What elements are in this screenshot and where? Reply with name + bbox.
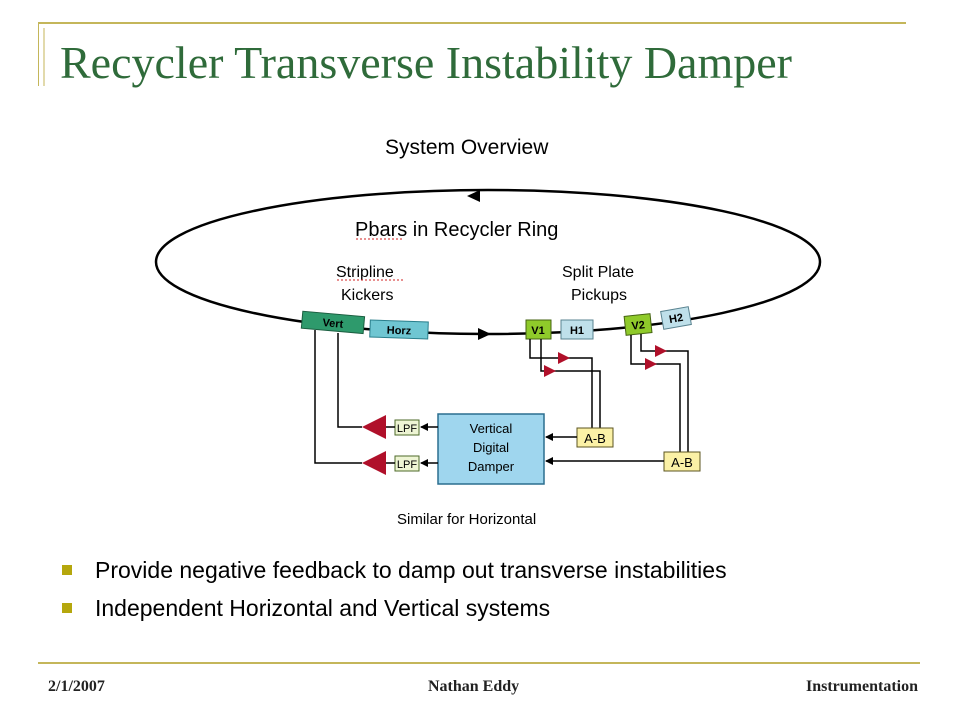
pickup-h1 [560, 319, 594, 340]
footer-divider [38, 662, 920, 664]
ring-direction-arrow-bottom [478, 328, 491, 340]
v1-amp-bottom [544, 365, 556, 377]
damper-output-wires [386, 423, 438, 467]
bullet-square-icon [62, 565, 72, 575]
pickup-v2-group: V2 [623, 313, 653, 336]
diagram-caption: Similar for Horizontal [397, 511, 536, 528]
damper-label-line3: Damper [468, 459, 515, 474]
vert-kicker: Vert [300, 310, 366, 335]
ring-label: Pbars in Recycler Ring [355, 219, 558, 241]
pickup-h2-group: H2 [660, 306, 692, 330]
v2-amp-top [655, 345, 667, 357]
v2-amp-bottom [645, 358, 657, 370]
ring-direction-arrow-top [467, 190, 480, 202]
pickup-h2-label: H2 [668, 312, 684, 326]
system-overview-diagram: System Overview Pbars in Recycler Ring S… [154, 136, 822, 528]
kicker-amp-1 [362, 415, 386, 439]
kicker-cables [314, 330, 362, 464]
pickup-v2-label: V2 [631, 319, 646, 332]
pickup-v1-label: V1 [531, 325, 544, 337]
bullet-text: Provide negative feedback to damp out tr… [95, 557, 727, 583]
pickup-v1 [525, 319, 552, 340]
bullet-list: Provide negative feedback to damp out tr… [62, 553, 727, 629]
kicker-amp-2 [362, 451, 386, 475]
damper-label-line1: Vertical [470, 421, 513, 436]
pickup-h1-label: H1 [570, 325, 584, 337]
footer-author: Nathan Eddy [428, 678, 520, 695]
pickup-v2 [623, 313, 653, 336]
lpf-1-label: LPF [397, 423, 417, 435]
pickup-h2 [660, 306, 692, 330]
bullet-text: Independent Horizontal and Vertical syst… [95, 595, 551, 621]
pickups-label-line1: Split Plate [562, 264, 634, 281]
footer-date: 2/1/2007 [48, 678, 105, 695]
damper-label-line2: Digital [473, 440, 509, 455]
bullet-item: Independent Horizontal and Vertical syst… [62, 591, 727, 629]
footer-department: Instrumentation [805, 678, 918, 695]
bullet-square-icon [62, 603, 72, 613]
kickers-label-line1: Stripline [336, 264, 394, 281]
ab-unit-2-label: A-B [671, 455, 693, 470]
horz-kicker-label: Horz [387, 325, 412, 338]
ab-unit-1-label: A-B [584, 431, 606, 446]
horz-kicker: Horz [369, 319, 429, 340]
pickups-label-line2: Pickups [571, 287, 627, 304]
vertical-digital-damper [437, 413, 545, 485]
lpf-2-label: LPF [397, 459, 417, 471]
diagram-heading: System Overview [385, 136, 549, 159]
v1-amp-top [558, 352, 570, 364]
vert-kicker-label: Vert [322, 317, 344, 331]
slide-title: Recycler Transverse Instability Damper [60, 37, 792, 88]
recycler-ring [154, 188, 822, 336]
damper-input-wires [545, 433, 664, 465]
kickers-label-line2: Kickers [341, 287, 393, 304]
bullet-item: Provide negative feedback to damp out tr… [62, 553, 727, 591]
